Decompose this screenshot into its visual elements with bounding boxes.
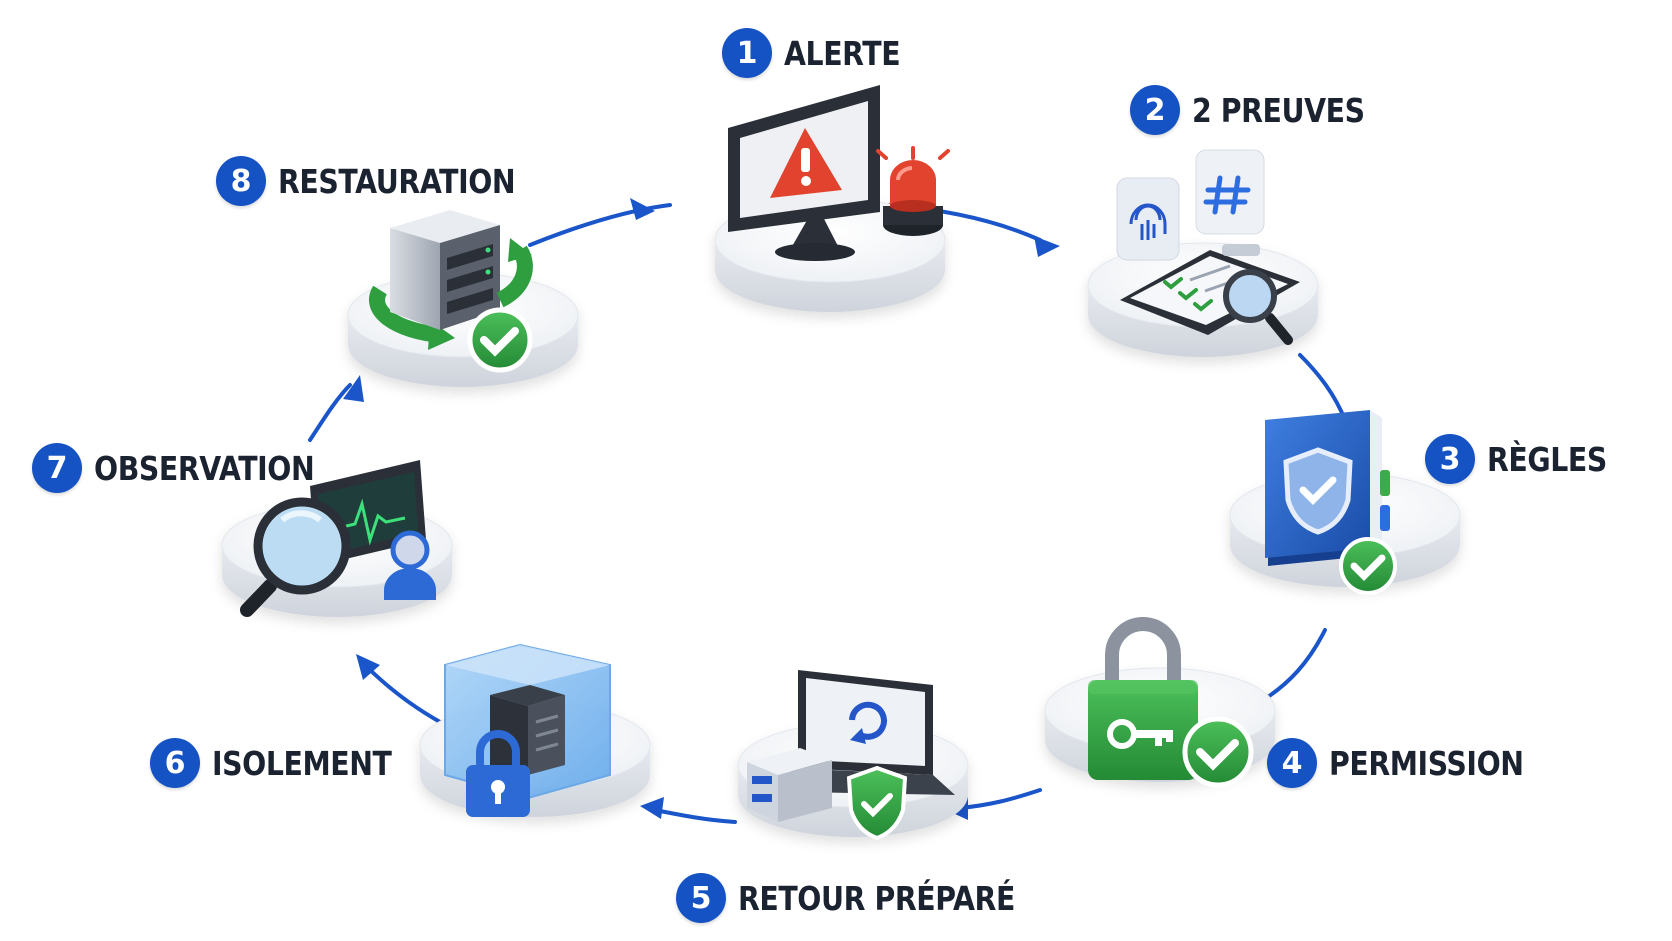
step-5-label: 5 RETOUR PRÉPARÉ (676, 873, 1060, 923)
step-3-number-badge: 3 (1425, 434, 1475, 484)
arrow-8-to-1 (528, 203, 672, 247)
step-4-label: 4 PERMISSION (1267, 738, 1555, 788)
step-8-label: 8 RESTAURATION (216, 156, 554, 206)
step-4-number-badge: 4 (1267, 738, 1317, 788)
step-6-number-badge: 6 (150, 738, 200, 788)
step-5-title: RETOUR PRÉPARÉ (738, 878, 1015, 918)
arrowhead-7-to-8 (343, 375, 364, 402)
isolated-server-icon (444, 643, 611, 817)
step-6-label: 6 ISOLEMENT (150, 738, 421, 788)
laptop-restore-icon (747, 670, 955, 841)
arrow-7-to-8 (308, 383, 352, 442)
step-1-title: ALERTE (784, 33, 901, 73)
step-2-label: 2 2 PREUVES (1130, 85, 1393, 135)
step-7-title: OBSERVATION (94, 448, 315, 488)
step-1-number-badge: 1 (722, 28, 772, 78)
step-3-title: RÈGLES (1487, 439, 1607, 479)
rulebook-shield-icon (1265, 410, 1397, 595)
arrowhead-6-to-7 (356, 654, 380, 680)
arrowhead-5-to-6 (640, 797, 664, 819)
arrow-5-to-6 (653, 808, 737, 824)
step-3-label: 3 RÈGLES (1425, 434, 1626, 484)
arrowhead-1-to-2 (1034, 236, 1060, 257)
step-1-label: 1 ALERTE (722, 28, 919, 78)
monitor-magnifier-icon (240, 460, 436, 617)
step-2-title: 2 PREUVES (1192, 90, 1365, 130)
step-6-title: ISOLEMENT (212, 743, 392, 783)
step-8-title: RESTAURATION (278, 161, 516, 201)
padlock-key-icon (1088, 617, 1254, 788)
step-4-title: PERMISSION (1329, 743, 1524, 783)
step-7-label: 7 OBSERVATION (32, 443, 350, 493)
step-8-number-badge: 8 (216, 156, 266, 206)
arrow-6-to-7 (363, 663, 442, 724)
arrowhead-8-to-1 (630, 198, 655, 220)
server-restore-icon (369, 210, 533, 373)
arrow-4-to-5 (958, 788, 1042, 810)
step-2-number-badge: 2 (1130, 85, 1180, 135)
arrow-2-to-3 (1298, 353, 1347, 422)
alert-monitor-icon (728, 85, 950, 261)
step-7-number-badge: 7 (32, 443, 82, 493)
evidence-clipboard-icon (1116, 149, 1300, 345)
step-5-number-badge: 5 (676, 873, 726, 923)
